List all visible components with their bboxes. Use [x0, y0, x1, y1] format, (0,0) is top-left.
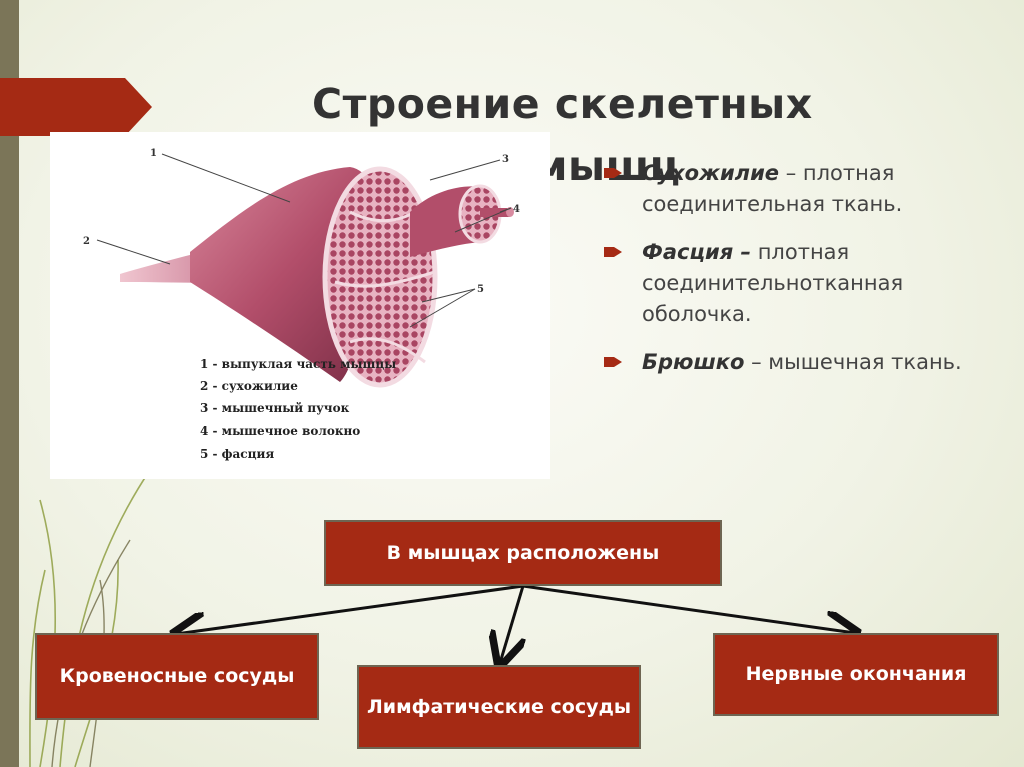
legend-item: 1 - выпуклая часть мышцы	[200, 357, 397, 371]
diagram-box-top: В мышцах расположены	[324, 520, 722, 586]
arrow-bullet-icon	[604, 357, 622, 367]
label-number-4: 4	[513, 204, 520, 215]
bullet-term: Сухожилие	[642, 161, 780, 185]
bullet-term: Брюшко	[642, 350, 745, 374]
muscle-cross-section	[322, 166, 438, 388]
bullet-list: Сухожилие – плотная соединительная ткань…	[604, 158, 1014, 395]
bullet-item: Фасция – плотная соединительнотканная об…	[604, 237, 1014, 330]
title-line-2: мышц	[534, 142, 681, 190]
arrow-to-middle	[500, 585, 523, 663]
arrow-bullet-icon	[604, 247, 622, 257]
legend-item: 2 - сухожилие	[200, 379, 298, 393]
bullet-item: Сухожилие – плотная соединительная ткань…	[604, 158, 1014, 220]
slide-title: Строение скелетных мышц	[312, 78, 813, 190]
arrow-bullet-icon	[604, 168, 622, 178]
arrow-to-left	[176, 584, 524, 634]
legend-item: 5 - фасция	[200, 447, 275, 461]
bullet-term: Фасция –	[642, 240, 752, 264]
muscle-illustration: 1 2 3 4 5 1 - выпуклая часть мышцы 2 - с…	[50, 132, 550, 479]
diagram-box-middle: Лимфатические сосуды	[357, 665, 641, 749]
label-number-5: 5	[477, 284, 484, 295]
label-number-3: 3	[502, 154, 509, 165]
legend-item: 4 - мышечное волокно	[200, 424, 361, 438]
legend-item: 3 - мышечный пучок	[200, 401, 350, 415]
bullet-item: Брюшко – мышечная ткань.	[604, 347, 1014, 378]
label-number-2: 2	[83, 236, 90, 247]
label-number-1: 1	[150, 148, 157, 159]
muscle-fiber	[480, 208, 510, 217]
title-accent-arrow	[0, 78, 152, 136]
left-sidebar-bar	[0, 0, 19, 767]
bullet-text: – мышечная ткань.	[744, 350, 962, 374]
title-line-1: Строение скелетных	[312, 80, 813, 128]
arrow-to-right	[522, 584, 855, 633]
muscle-drawing: 1 2 3 4 5	[83, 148, 520, 388]
bullet-text: плотная соединительнотканная оболочка.	[642, 240, 904, 326]
diagram-box-left: Кровеносные сосуды	[35, 633, 319, 720]
bullet-text: – плотная соединительная ткань.	[642, 161, 903, 216]
diagram-box-right: Нервные окончания	[713, 633, 999, 716]
